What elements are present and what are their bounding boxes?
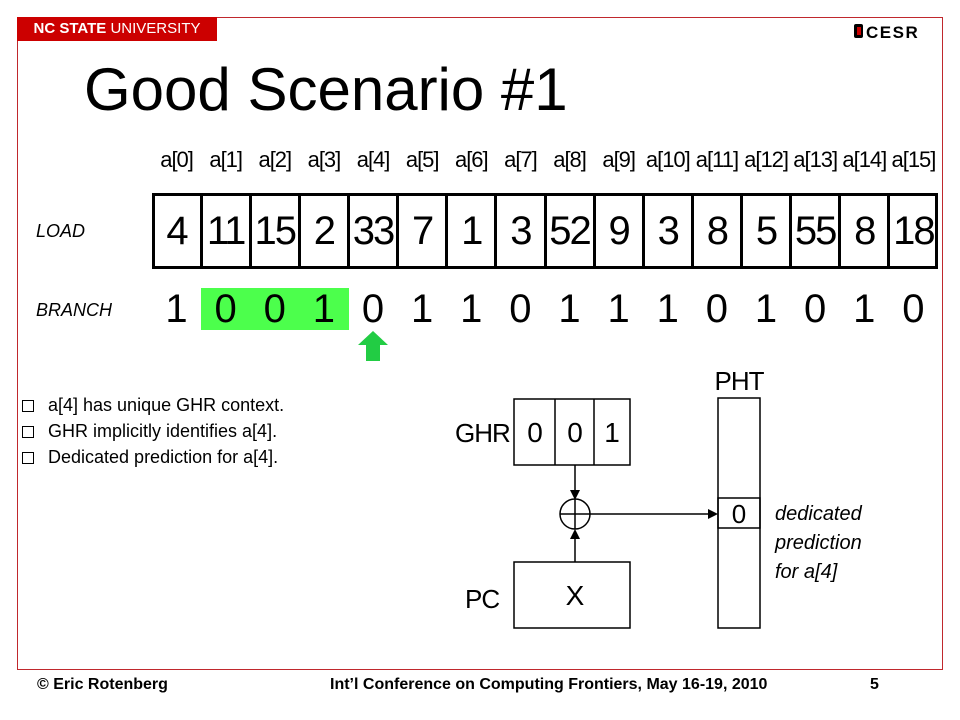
array-index-label: a[2] [258,147,292,172]
branch-bit: 0 [705,287,728,331]
branch-bit: 0 [509,287,532,331]
cell-divider [592,193,596,269]
note-line: for a[4] [775,561,838,583]
array-index-label: a[9] [602,147,636,172]
branch-bit: 0 [361,287,385,331]
array-index-label: a[14] [842,147,887,172]
load-value-cell: 2 [313,209,336,253]
branch-bit: 1 [312,287,335,331]
load-value-cell: 18 [893,209,936,253]
bullet-item: a[4] has unique GHR context. [22,392,284,418]
load-value-cell: 33 [352,209,396,253]
load-value-cell: 11 [206,209,247,253]
branch-bit: 1 [460,287,483,331]
checkbox-bullet-icon [22,400,34,412]
array-index-label: a[11] [695,147,739,172]
load-value-cell: 8 [706,209,729,253]
branch-bit: 0 [804,287,827,331]
predictor-diagram: GHR 0 0 1 PC X PHT 0 [455,366,766,629]
cell-divider [543,193,547,269]
pht-label: PHT [715,366,765,396]
branch-bit: 0 [263,287,286,331]
array-index-label: a[10] [645,147,691,172]
array-index-label: a[8] [553,147,587,172]
checkbox-bullet-icon [22,426,34,438]
branch-bit: 0 [214,287,237,331]
bullet-item: GHR implicitly identifies a[4]. [22,418,284,444]
array-index-label: a[1] [209,147,243,172]
ghr-label: GHR [455,418,510,448]
cell-divider [347,193,350,269]
load-value-cell: 3 [510,209,532,253]
slide-title: Good Scenario #1 [84,56,568,123]
cell-divider [740,193,743,269]
load-value-cell: 1 [461,209,483,253]
branch-bit: 1 [411,287,434,331]
load-value-cell: 55 [794,209,838,253]
bullet-item: Dedicated prediction for a[4]. [22,444,284,470]
load-value-cell: 7 [412,209,434,253]
cell-divider [789,193,793,269]
pht-entry-value: 0 [732,499,746,529]
cell-divider [641,193,645,269]
array-index-label: a[4] [356,147,391,172]
pc-register [513,561,631,629]
branch-bit: 1 [607,287,630,331]
array-index-label: a[6] [454,147,489,172]
svg-text:CESR: CESR [866,23,919,42]
load-value-cell: 9 [608,209,631,253]
ghr-context-highlight [201,288,349,330]
branch-label: BRANCH [36,300,113,320]
branch-bit: 1 [853,287,876,331]
load-value-cell: 52 [549,209,592,253]
array-index-label: a[3] [307,147,342,172]
cell-divider [690,193,694,269]
cell-divider [838,193,842,269]
footer-author: © Eric Rotenberg [37,676,168,693]
load-value-cell: 15 [254,209,298,253]
cesr-logo: CESR [854,23,919,42]
up-arrow-icon [358,331,389,361]
ghr-bit: 0 [527,417,543,448]
load-value-cell: 3 [657,209,680,253]
array-index-label: a[7] [504,147,538,172]
ghr-bit: 0 [567,417,583,448]
cell-divider [494,193,498,269]
cell-divider [297,193,301,269]
load-value-cell: 5 [755,209,778,253]
cell-divider [199,193,203,269]
footer-conference: Int’l Conference on Computing Frontiers,… [330,676,768,693]
page-number: 5 [870,676,879,693]
branch-bit: 0 [902,287,925,331]
branch-bit: 1 [558,287,581,331]
pc-label: PC [465,584,499,614]
array-index-label: a[5] [405,147,440,172]
load-value-cell: 8 [854,209,876,253]
pht-entry [717,497,761,529]
bullet-list: a[4] has unique GHR context. GHR implici… [22,392,284,470]
array-index-label: a[0] [160,147,194,172]
prediction-note: dedicated prediction for a[4] [775,500,862,587]
xor-icon [559,498,591,530]
cell-divider [445,193,449,269]
cell-divider [396,193,400,269]
university-logo: NC STATE UNIVERSITY [17,17,217,41]
cell-divider [887,193,891,269]
branch-bit: 1 [656,287,679,331]
array-index-label: a[13] [793,147,838,172]
array-index-label: a[15] [891,147,936,172]
note-line: prediction [775,532,862,554]
ghr-bit: 1 [604,417,620,448]
load-label: LOAD [36,221,86,241]
load-value-cell: 4 [166,209,188,253]
ghr-register [513,398,631,466]
pc-value: X [566,580,585,611]
branch-bit: 1 [165,287,188,331]
checkbox-bullet-icon [22,452,34,464]
note-line: dedicated [775,503,862,525]
array-index-label: a[12] [744,147,789,172]
branch-bit: 1 [754,287,778,331]
cell-divider [248,193,252,269]
slide-frame [17,17,943,670]
